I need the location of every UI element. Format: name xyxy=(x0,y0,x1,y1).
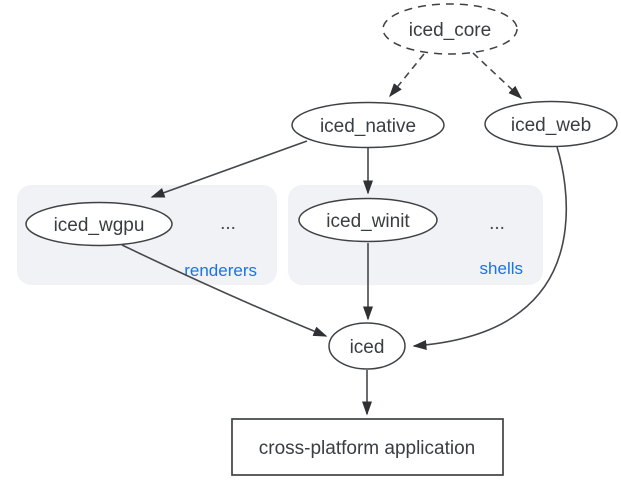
edge-iced_wgpu-to-iced xyxy=(121,244,328,337)
renderers-ellipsis: ... xyxy=(220,213,236,234)
shells-group-label: shells xyxy=(480,259,523,278)
iced-native-ellipse xyxy=(291,101,445,149)
edge-iced_web-to-iced xyxy=(412,146,568,350)
node-cross-platform-application: cross-platform application xyxy=(231,418,504,476)
shells-ellipsis: ... xyxy=(489,213,505,234)
iced-winit-ellipse xyxy=(298,197,438,243)
iced-wgpu-label: iced_wgpu xyxy=(54,215,145,236)
iced-core-ellipse xyxy=(382,3,518,55)
node-iced: iced xyxy=(328,322,406,370)
renderers-group-label: renderers xyxy=(184,261,257,280)
iced-label: iced xyxy=(350,337,385,358)
iced-native-label: iced_native xyxy=(320,116,416,137)
node-iced-wgpu: iced_wgpu xyxy=(25,201,173,247)
iced-core-label: iced_core xyxy=(409,20,491,41)
node-iced-native: iced_native xyxy=(291,101,445,149)
node-iced-winit: iced_winit xyxy=(298,197,438,243)
node-iced-core: iced_core xyxy=(382,3,518,55)
app-box xyxy=(231,418,504,476)
app-label: cross-platform application xyxy=(259,438,475,459)
iced-wgpu-ellipse xyxy=(25,201,173,247)
iced-ellipse xyxy=(328,322,406,370)
edge-iced_core-to-iced_native xyxy=(389,53,425,98)
node-iced-web: iced_web xyxy=(484,100,618,148)
iced-web-label: iced_web xyxy=(511,115,591,136)
iced-web-ellipse xyxy=(484,100,618,148)
iced-winit-label: iced_winit xyxy=(326,211,410,232)
edge-iced_native-to-iced_wgpu xyxy=(150,140,308,198)
edge-iced_core-to-iced_web xyxy=(472,52,523,100)
